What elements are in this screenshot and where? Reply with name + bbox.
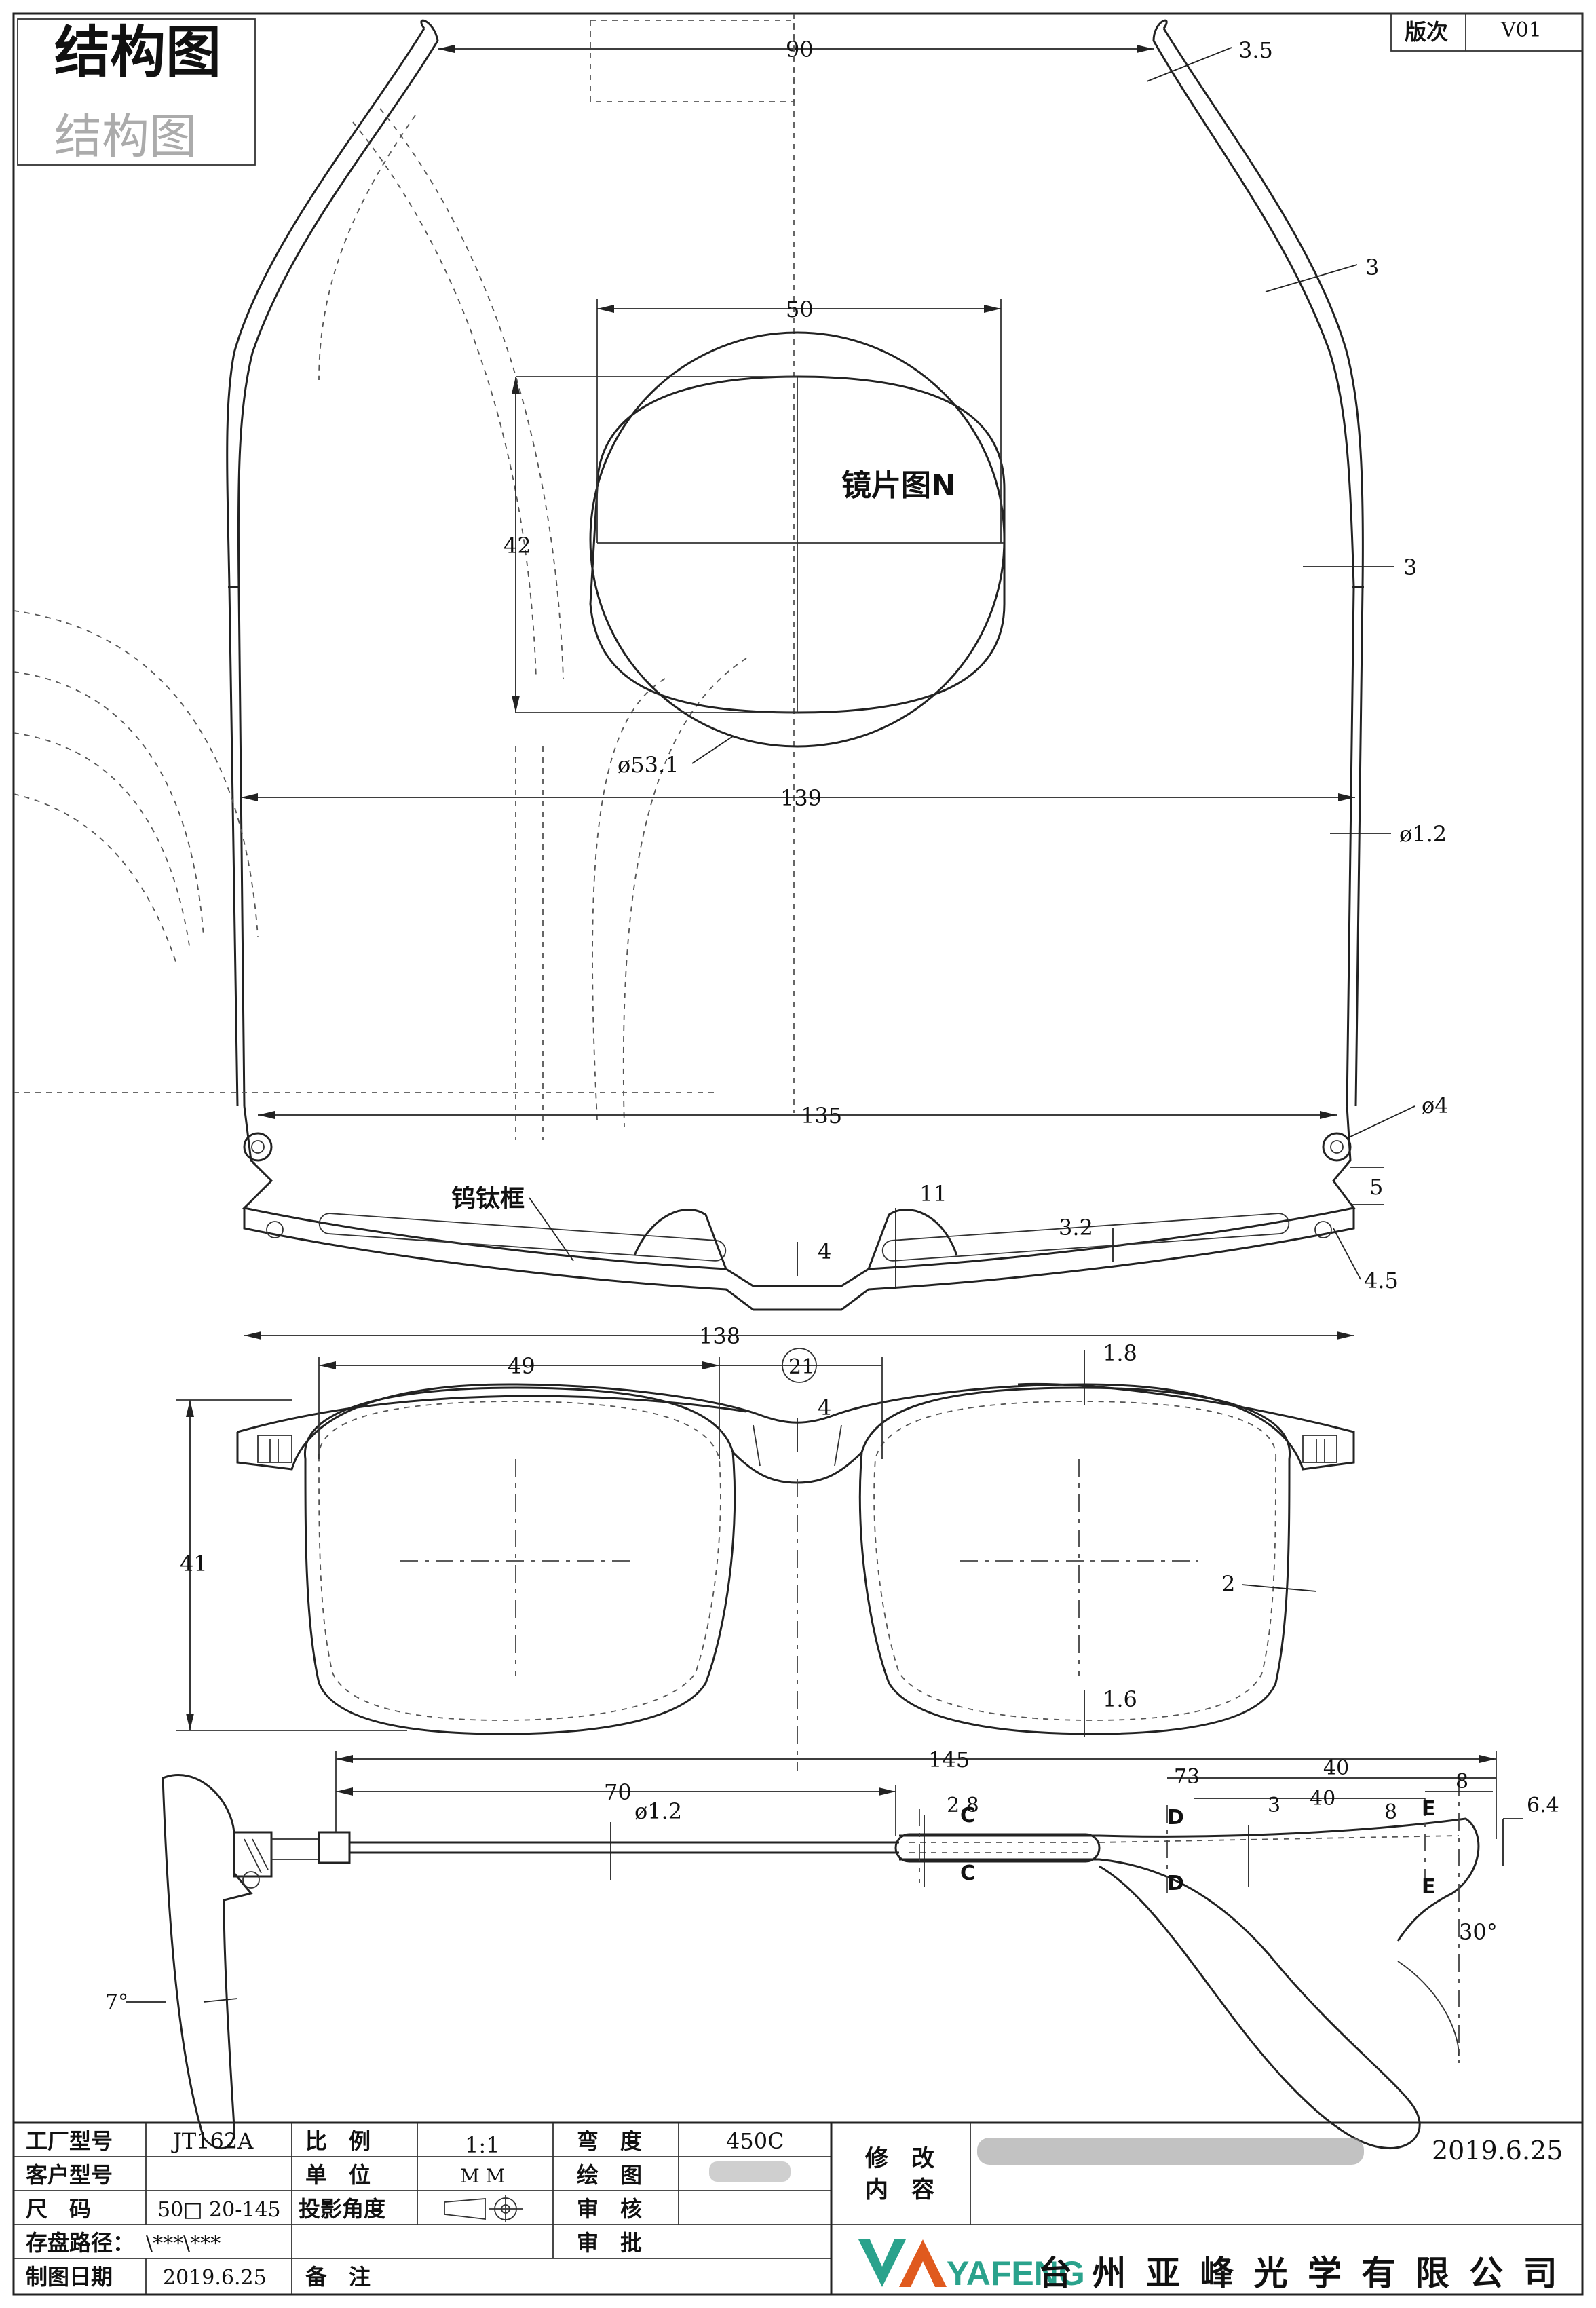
- tb-size-value: 50□ 20-145: [157, 2198, 281, 2222]
- tb-date-label: 制图日期: [26, 2264, 113, 2290]
- ghost-title: 结构图: [54, 109, 197, 164]
- dim-tip-len-40a: 40: [1323, 1756, 1349, 1780]
- logo-text: YAFENG: [947, 2254, 1085, 2292]
- tb-date-value: 2019.6.25: [163, 2266, 267, 2290]
- lens-label: 镜片图N: [841, 468, 956, 503]
- tb-revision-date: 2019.6.25: [1432, 2136, 1563, 2165]
- ghost-lens-arcs: [13, 610, 747, 1140]
- tb-size-label: 尺 码: [26, 2196, 91, 2222]
- tb-revision-label-2: 内 容: [865, 2176, 934, 2203]
- dim-lens-width: 50: [786, 297, 814, 322]
- dim-tip-8b: 8: [1384, 1800, 1397, 1824]
- tb-approve-label: 审 批: [577, 2230, 642, 2256]
- dim-rim-thickness: 3.2: [1059, 1215, 1093, 1241]
- top-view-temples: [226, 19, 1364, 1107]
- dim-tip-6-4: 6.4: [1527, 1794, 1559, 1817]
- dim-temple-mid-thickness: 3: [1365, 254, 1379, 280]
- tb-note-label: 备 注: [305, 2264, 370, 2290]
- dim-tip-8a: 8: [1456, 1770, 1468, 1794]
- dim-pantoscopic-angle: 7°: [105, 1990, 128, 2014]
- tb-path-value: \***\***: [146, 2232, 221, 2256]
- dim-temple-wire-dia: ø1.2: [634, 1798, 682, 1824]
- tb-revision-blur: [977, 2138, 1364, 2165]
- dim-temple-tip-thickness: 3.5: [1238, 37, 1273, 63]
- section-e-bottom: E: [1422, 1875, 1436, 1899]
- section-d-top: D: [1167, 1806, 1184, 1830]
- tb-curve-value: 450C: [726, 2128, 784, 2154]
- title-box: [17, 18, 256, 166]
- version-box: [1390, 13, 1583, 52]
- outer-border: [12, 12, 1584, 2296]
- dim-lens-diameter: ø53.1: [618, 752, 679, 778]
- version-value: V01: [1500, 18, 1542, 42]
- title-block: [14, 2121, 1582, 2294]
- tb-unit-label: 单 位: [305, 2162, 370, 2188]
- yafeng-logo: [858, 2239, 947, 2287]
- section-c-top: C: [960, 1804, 975, 1828]
- frame-front-view: [236, 1382, 1355, 1771]
- dim-tip-len-40b: 40: [1310, 1787, 1335, 1811]
- tb-review-label: 审 核: [577, 2196, 642, 2222]
- dim-wire-length: 70: [604, 1779, 632, 1805]
- dim-temple-length: 145: [928, 1747, 970, 1773]
- dim-bridge-size: 21: [788, 1355, 814, 1379]
- version-label: 版次: [1405, 19, 1448, 45]
- drawing-title: 结构图: [54, 20, 221, 85]
- dim-tip-thick-3: 3: [1268, 1794, 1280, 1817]
- dim-front-height: 41: [180, 1551, 208, 1576]
- dim-bridge-depth-front: 4: [818, 1395, 831, 1420]
- frame-material-label: 钨钛框: [451, 1185, 525, 1213]
- dim-hinge-diameter: ø4: [1422, 1093, 1449, 1118]
- tb-unit-value: M M: [460, 2165, 505, 2187]
- tb-factory-model-value: JT162A: [171, 2128, 254, 2154]
- company-name: 台 州 亚 峰 光 学 有 限 公 司: [1038, 2254, 1561, 2293]
- dim-tip-offset-73: 73: [1174, 1765, 1200, 1789]
- frame-top-view: [242, 1105, 1356, 1311]
- dim-rim-bottom: 1.6: [1103, 1686, 1137, 1712]
- tb-path-label: 存盘路径：: [26, 2230, 134, 2256]
- dim-endpiece-depth: 4.5: [1364, 1268, 1399, 1293]
- tb-revision-label-1: 修 改: [864, 2145, 934, 2172]
- dim-hinge-span: 135: [801, 1103, 842, 1129]
- section-e-top: E: [1422, 1797, 1436, 1821]
- tb-scale-label: 比 例: [305, 2128, 370, 2154]
- dim-tip-2-8: 2.8: [947, 1794, 979, 1817]
- dim-temple-lower-thickness: 3: [1403, 554, 1417, 580]
- dim-rim-side: 2: [1221, 1571, 1235, 1597]
- tb-curve-label: 弯 度: [577, 2128, 642, 2154]
- dim-bridge-thickness-top: 4: [818, 1238, 831, 1264]
- lens-diagram: [516, 299, 1006, 748]
- tb-projection-label: 投影角度: [299, 2196, 385, 2222]
- dim-lens-height: 42: [504, 533, 531, 559]
- section-c-bottom: C: [960, 1861, 975, 1885]
- hinge-screws: [243, 1132, 1352, 1162]
- dim-wire-diameter: ø1.2: [1399, 821, 1447, 847]
- dim-temple-span: 139: [780, 785, 822, 811]
- side-view: [162, 1774, 1480, 2150]
- dim-bend-angle: 30°: [1459, 1919, 1498, 1945]
- section-d-bottom: D: [1167, 1872, 1184, 1895]
- tb-drawn-blur: [709, 2161, 791, 2182]
- dim-pad-height: 11: [919, 1181, 947, 1207]
- dim-endpiece-height: 5: [1369, 1174, 1383, 1200]
- tb-factory-model-label: 工厂型号: [26, 2128, 113, 2154]
- dim-temple-top-width: 90: [786, 37, 814, 62]
- tb-drawn-label: 绘 图: [577, 2162, 642, 2188]
- tb-scale-value: 1:1: [465, 2132, 500, 2158]
- dim-rim-top: 1.8: [1103, 1340, 1137, 1366]
- projection-symbol-icon: [444, 2195, 522, 2222]
- tb-customer-model-label: 客户型号: [26, 2162, 113, 2188]
- dim-front-width: 138: [699, 1323, 740, 1349]
- dim-eye-size: 49: [508, 1353, 535, 1379]
